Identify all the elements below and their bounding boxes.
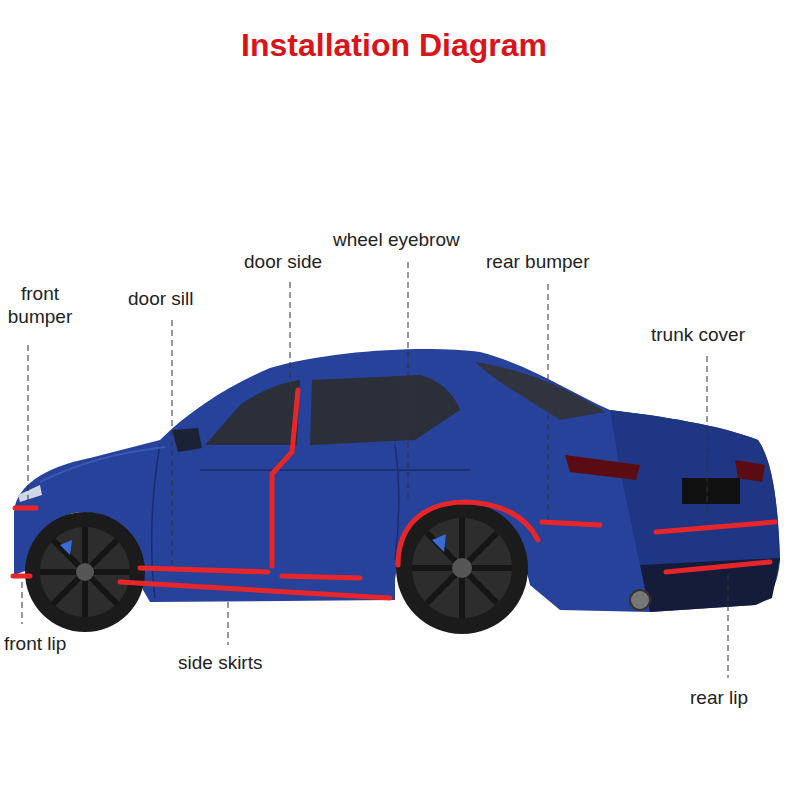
rear-diffuser [640,558,780,612]
part-label: door side [244,251,322,274]
part-label: rear lip [690,687,748,710]
leader-lines [22,262,728,678]
rear-window [310,375,460,445]
license-plate [682,478,740,504]
part-label: front lip [4,633,66,656]
red-strips [13,390,775,598]
part-label: side skirts [178,652,262,675]
rear-windshield [475,362,605,420]
hood-line [40,447,165,482]
part-label: wheel eyebrow [333,229,460,252]
headlight [18,485,42,502]
car-rear-shade [610,410,780,565]
front-window [205,380,300,445]
exhaust [630,590,650,610]
part-label: door sill [128,288,193,311]
mirror [172,428,202,452]
part-label: front bumper [0,283,80,329]
part-label: trunk cover [651,324,745,347]
tail-light [565,455,640,480]
front-wheel [25,512,145,632]
diagram-title: Installation Diagram [0,26,788,64]
part-label: rear bumper [486,251,590,274]
